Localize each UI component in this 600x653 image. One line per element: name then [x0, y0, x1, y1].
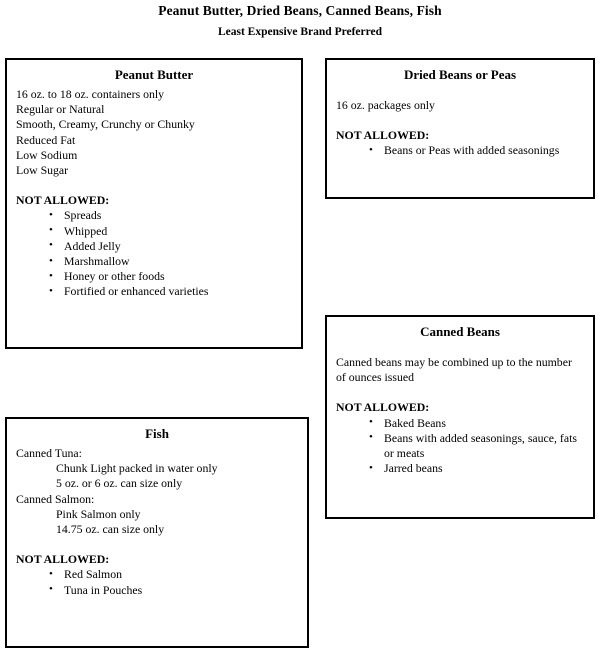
list-item: Marshmallow	[49, 254, 292, 269]
list-item: Tuna in Pouches	[49, 582, 298, 598]
list-item: Red Salmon	[49, 567, 298, 582]
box-title-fish: Fish	[145, 426, 169, 441]
list-item: Beans with added seasonings, sauce, fats…	[369, 430, 584, 461]
list-item: Jarred beans	[369, 461, 584, 476]
not-allowed-list: Baked Beans Beans with added seasonings,…	[336, 415, 584, 477]
box-title-peanut-butter: Peanut Butter	[114, 67, 194, 82]
document-title: Peanut Butter, Dried Beans, Canned Beans…	[158, 3, 442, 18]
allowed-line: 16 oz. packages only	[336, 98, 435, 112]
allowed-line: 16 oz. to 18 oz. containers only	[16, 87, 165, 101]
allowed-line-indented: 5 oz. or 6 oz. can size only	[56, 476, 183, 491]
allowed-line: Regular or Natural	[16, 102, 105, 117]
list-item: Honey or other foods	[49, 269, 292, 284]
document-subtitle: Least Expensive Brand Preferred	[217, 26, 383, 38]
not-allowed-list: Beans or Peas with added seasonings	[336, 143, 584, 158]
allowed-line-indented: Chunk Light packed in water only	[56, 461, 218, 476]
box-body-dried-beans: 16 oz. packages only NOT ALLOWED: Beans …	[327, 87, 593, 159]
category-box-dried-beans: Dried Beans or Peas 16 oz. packages only…	[325, 58, 595, 199]
allowed-line: Smooth, Creamy, Crunchy or Chunky	[16, 117, 195, 132]
allowed-line: Low Sugar	[16, 163, 69, 178]
list-item: Whipped	[49, 223, 292, 239]
spacer	[16, 178, 292, 193]
spacer	[336, 113, 584, 128]
not-allowed-heading: NOT ALLOWED:	[16, 193, 110, 208]
list-item: Beans or Peas with added seasonings	[369, 143, 584, 158]
box-title-dried-beans: Dried Beans or Peas	[403, 67, 517, 82]
box-body-canned-beans: Canned beans may be combined up to the n…	[327, 344, 593, 476]
list-item: Baked Beans	[369, 415, 584, 431]
allowed-line-indented: Pink Salmon only	[56, 506, 141, 521]
spacer	[336, 344, 584, 355]
allowed-line: Reduced Fat	[16, 132, 76, 147]
box-body-peanut-butter: 16 oz. to 18 oz. containers only Regular…	[7, 87, 301, 300]
allowed-line: Canned Tuna:	[16, 446, 82, 460]
not-allowed-list: Spreads Whipped Added Jelly Marshmallow …	[16, 208, 292, 299]
allowed-line: Low Sodium	[16, 147, 78, 162]
category-box-peanut-butter: Peanut Butter 16 oz. to 18 oz. container…	[5, 58, 303, 349]
list-item: Spreads	[49, 208, 292, 223]
list-item: Fortified or enhanced varieties	[49, 284, 292, 299]
spacer	[336, 87, 584, 98]
allowed-line: Canned Salmon:	[16, 491, 95, 506]
not-allowed-heading: NOT ALLOWED:	[336, 128, 430, 143]
category-box-canned-beans: Canned Beans Canned beans may be combine…	[325, 315, 595, 519]
not-allowed-heading: NOT ALLOWED:	[16, 552, 110, 567]
box-title-canned-beans: Canned Beans	[420, 324, 500, 339]
box-body-fish: Canned Tuna: Chunk Light packed in water…	[7, 446, 307, 598]
spacer	[16, 537, 298, 552]
list-item: Added Jelly	[49, 238, 292, 254]
not-allowed-heading: NOT ALLOWED:	[336, 400, 430, 415]
not-allowed-list: Red Salmon Tuna in Pouches	[16, 567, 298, 598]
category-box-fish: Fish Canned Tuna: Chunk Light packed in …	[5, 417, 309, 648]
allowed-line-indented: 14.75 oz. can size only	[56, 522, 165, 537]
spacer	[336, 385, 584, 400]
allowed-line: Canned beans may be combined up to the n…	[336, 355, 572, 385]
